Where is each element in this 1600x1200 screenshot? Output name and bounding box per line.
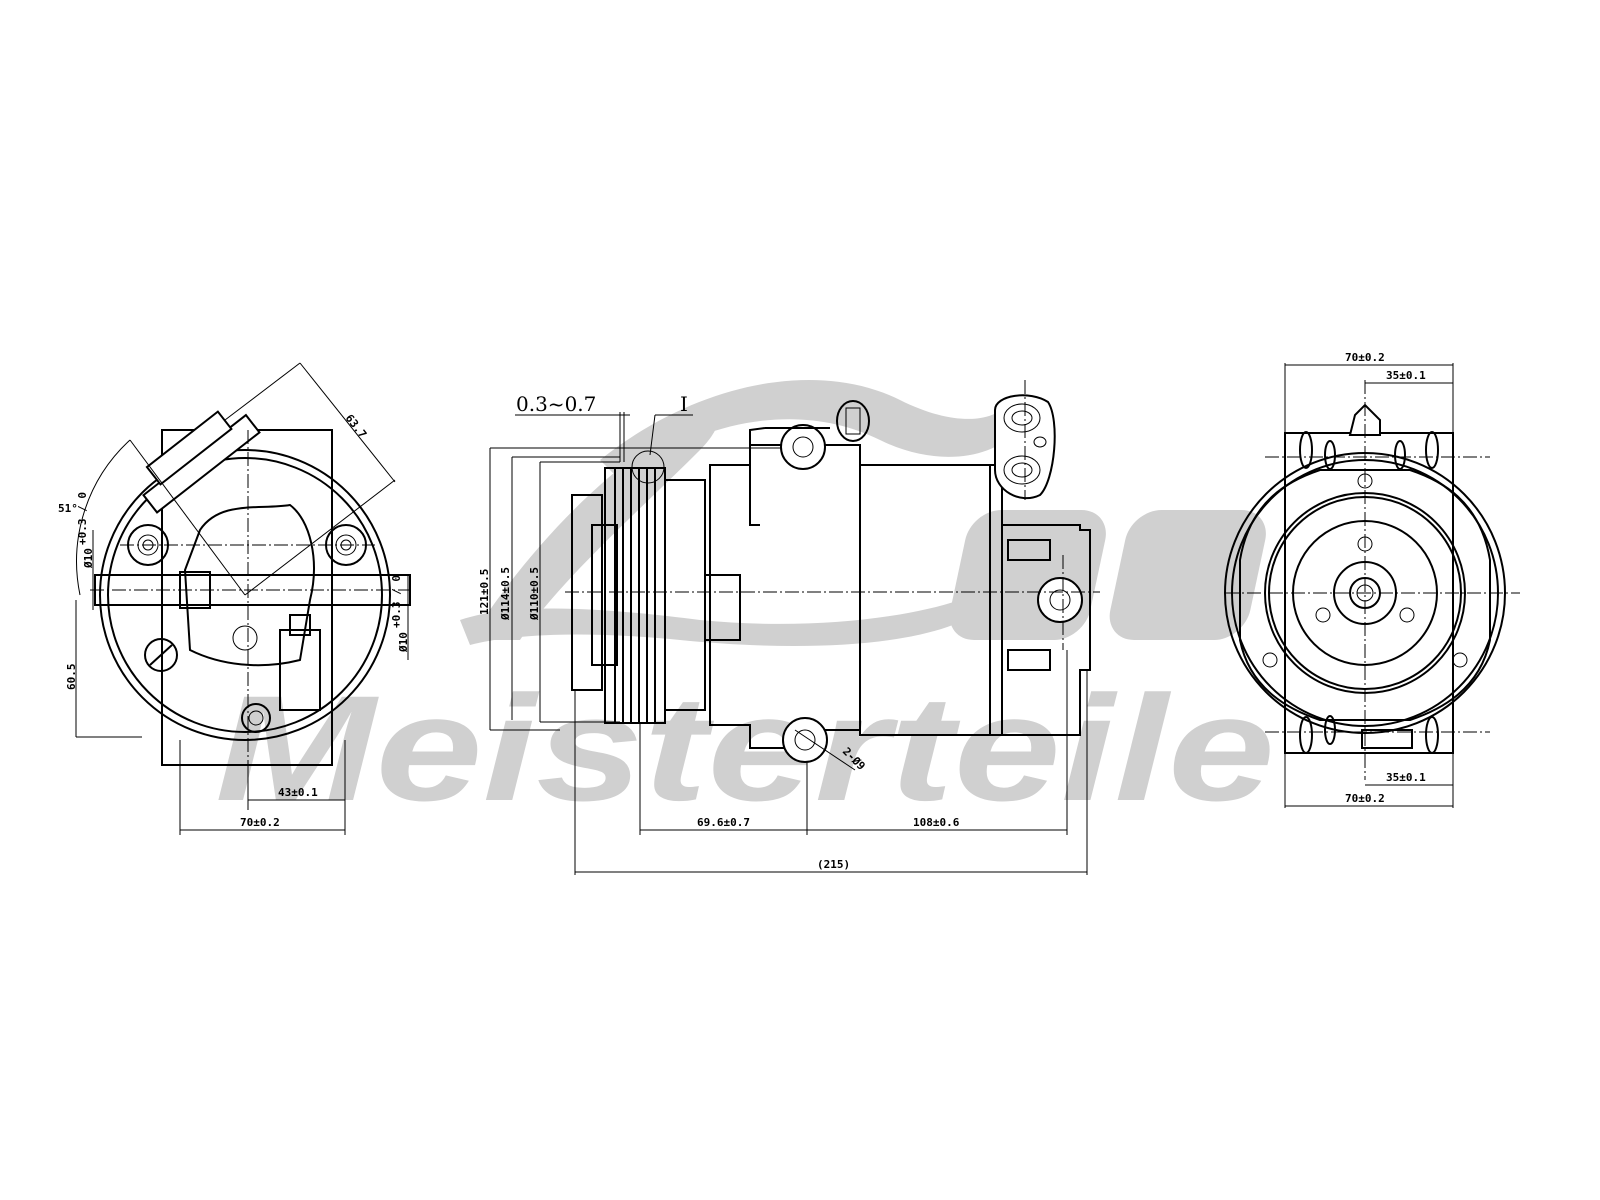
watermark-logo xyxy=(460,380,1266,646)
dim-hole-dia-right: Ø10 xyxy=(397,632,410,653)
dim-outer-dia: 121±0.5 xyxy=(478,569,491,615)
dim-pulley-dia-1: Ø114±0.5 xyxy=(499,567,512,621)
left-end-view xyxy=(75,362,411,835)
side-view xyxy=(489,380,1100,875)
right-end-view xyxy=(1224,363,1520,808)
dim-angle: 51° xyxy=(58,502,78,515)
dim-vertical-offset: 60.5 xyxy=(65,664,78,691)
dim-top-outer-width: 70±0.2 xyxy=(1345,351,1385,364)
dim-hole-dia-upper-tol: +0.3 / 0 xyxy=(76,492,89,545)
watermark-brand-text: Meisterteile xyxy=(215,664,1275,832)
dim-outer-width: 70±0.2 xyxy=(240,816,280,829)
dim-overall-length: (215) xyxy=(817,858,850,871)
dim-top-half-width: 35±0.1 xyxy=(1386,369,1426,382)
dim-inner-width: 43±0.1 xyxy=(278,786,318,799)
detail-label: I xyxy=(680,392,688,416)
dim-mount-to-rear: 108±0.6 xyxy=(913,816,960,829)
dim-bottom-half-width: 35±0.1 xyxy=(1386,771,1426,784)
dim-air-gap: 0.3~0.7 xyxy=(516,392,596,416)
dim-pulley-dia-2: Ø110±0.5 xyxy=(528,567,541,621)
dim-diagonal: 63.7 xyxy=(343,412,370,441)
dim-pulley-to-mount: 69.6±0.7 xyxy=(697,816,750,829)
dim-bottom-outer-width: 70±0.2 xyxy=(1345,792,1385,805)
dim-hole-dia-right-tol: +0.3 / 0 xyxy=(390,575,403,628)
dim-hole-dia-upper: Ø10 xyxy=(82,548,95,569)
